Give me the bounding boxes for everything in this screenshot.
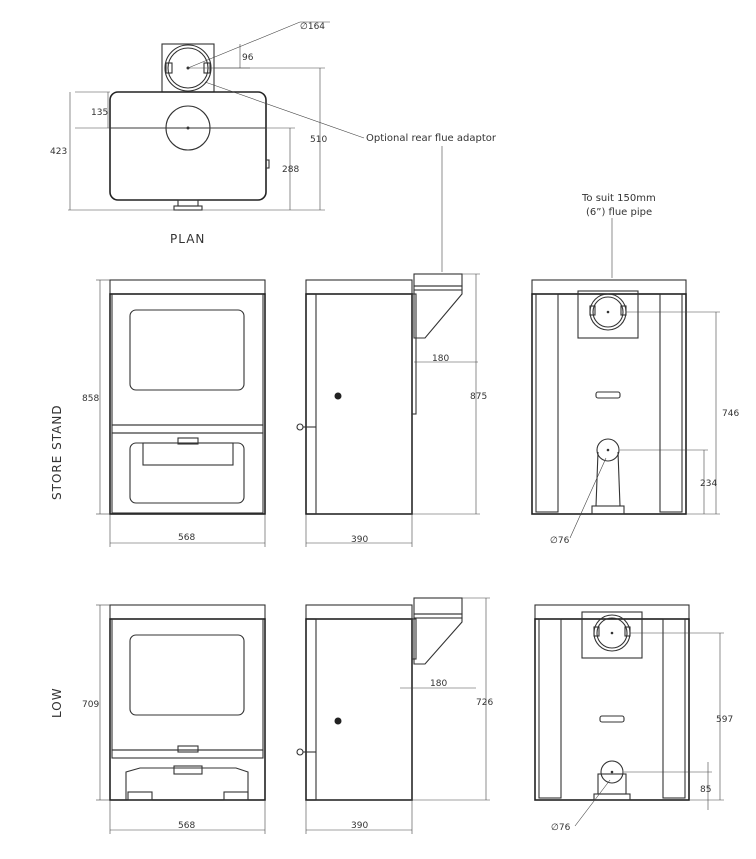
low-rear-597-label: 597 xyxy=(716,715,733,725)
low-title: LOW xyxy=(50,687,64,718)
low-side-view: 180 726 390 xyxy=(296,597,493,834)
low-air-inlet-label: ∅76 xyxy=(551,823,571,833)
low-flue-offset-label: 180 xyxy=(430,679,447,689)
store-air-inlet-label: ∅76 xyxy=(550,536,570,546)
plan-title: PLAN xyxy=(170,232,205,246)
store-height-label: 858 xyxy=(82,394,99,404)
store-flue-offset-label: 180 xyxy=(432,354,449,364)
low-depth-label: 390 xyxy=(351,821,368,831)
plan-288-label: 288 xyxy=(282,165,299,175)
store-stand-title: STORE STAND xyxy=(50,404,64,500)
plan-135-label: 135 xyxy=(91,108,108,118)
store-stand-rear-view: To suit 150mm (6”) flue pipe 746 234 ∅76 xyxy=(531,193,739,546)
flue-pipe-label-line2: (6”) flue pipe xyxy=(586,207,652,218)
store-rear-234-label: 234 xyxy=(700,479,717,489)
low-total-height-label: 726 xyxy=(476,698,493,708)
plan-510-label: 510 xyxy=(310,135,327,145)
store-stand-front-view: 858 568 STORE STAND xyxy=(50,279,266,547)
store-rear-746-label: 746 xyxy=(722,409,739,419)
store-width-label: 568 xyxy=(178,533,195,543)
optional-rear-flue-label: Optional rear flue adaptor xyxy=(366,133,497,144)
low-height-label: 709 xyxy=(82,700,99,710)
store-stand-side-view: 180 875 390 xyxy=(296,273,487,547)
plan-96-label: 96 xyxy=(242,53,254,63)
low-width-label: 568 xyxy=(178,821,195,831)
flue-pipe-label-line1: To suit 150mm xyxy=(581,193,656,204)
low-front-view: 709 568 LOW xyxy=(50,604,266,834)
plan-423-label: 423 xyxy=(50,147,67,157)
plan-view: ∅164 96 135 423 510 288 Optional rear fl… xyxy=(50,21,497,272)
low-rear-view: 597 85 ∅76 xyxy=(534,604,733,833)
store-total-height-label: 875 xyxy=(470,392,487,402)
low-rear-85-label: 85 xyxy=(700,785,711,795)
plan-diameter-label: ∅164 xyxy=(300,22,325,32)
store-depth-label: 390 xyxy=(351,535,368,545)
